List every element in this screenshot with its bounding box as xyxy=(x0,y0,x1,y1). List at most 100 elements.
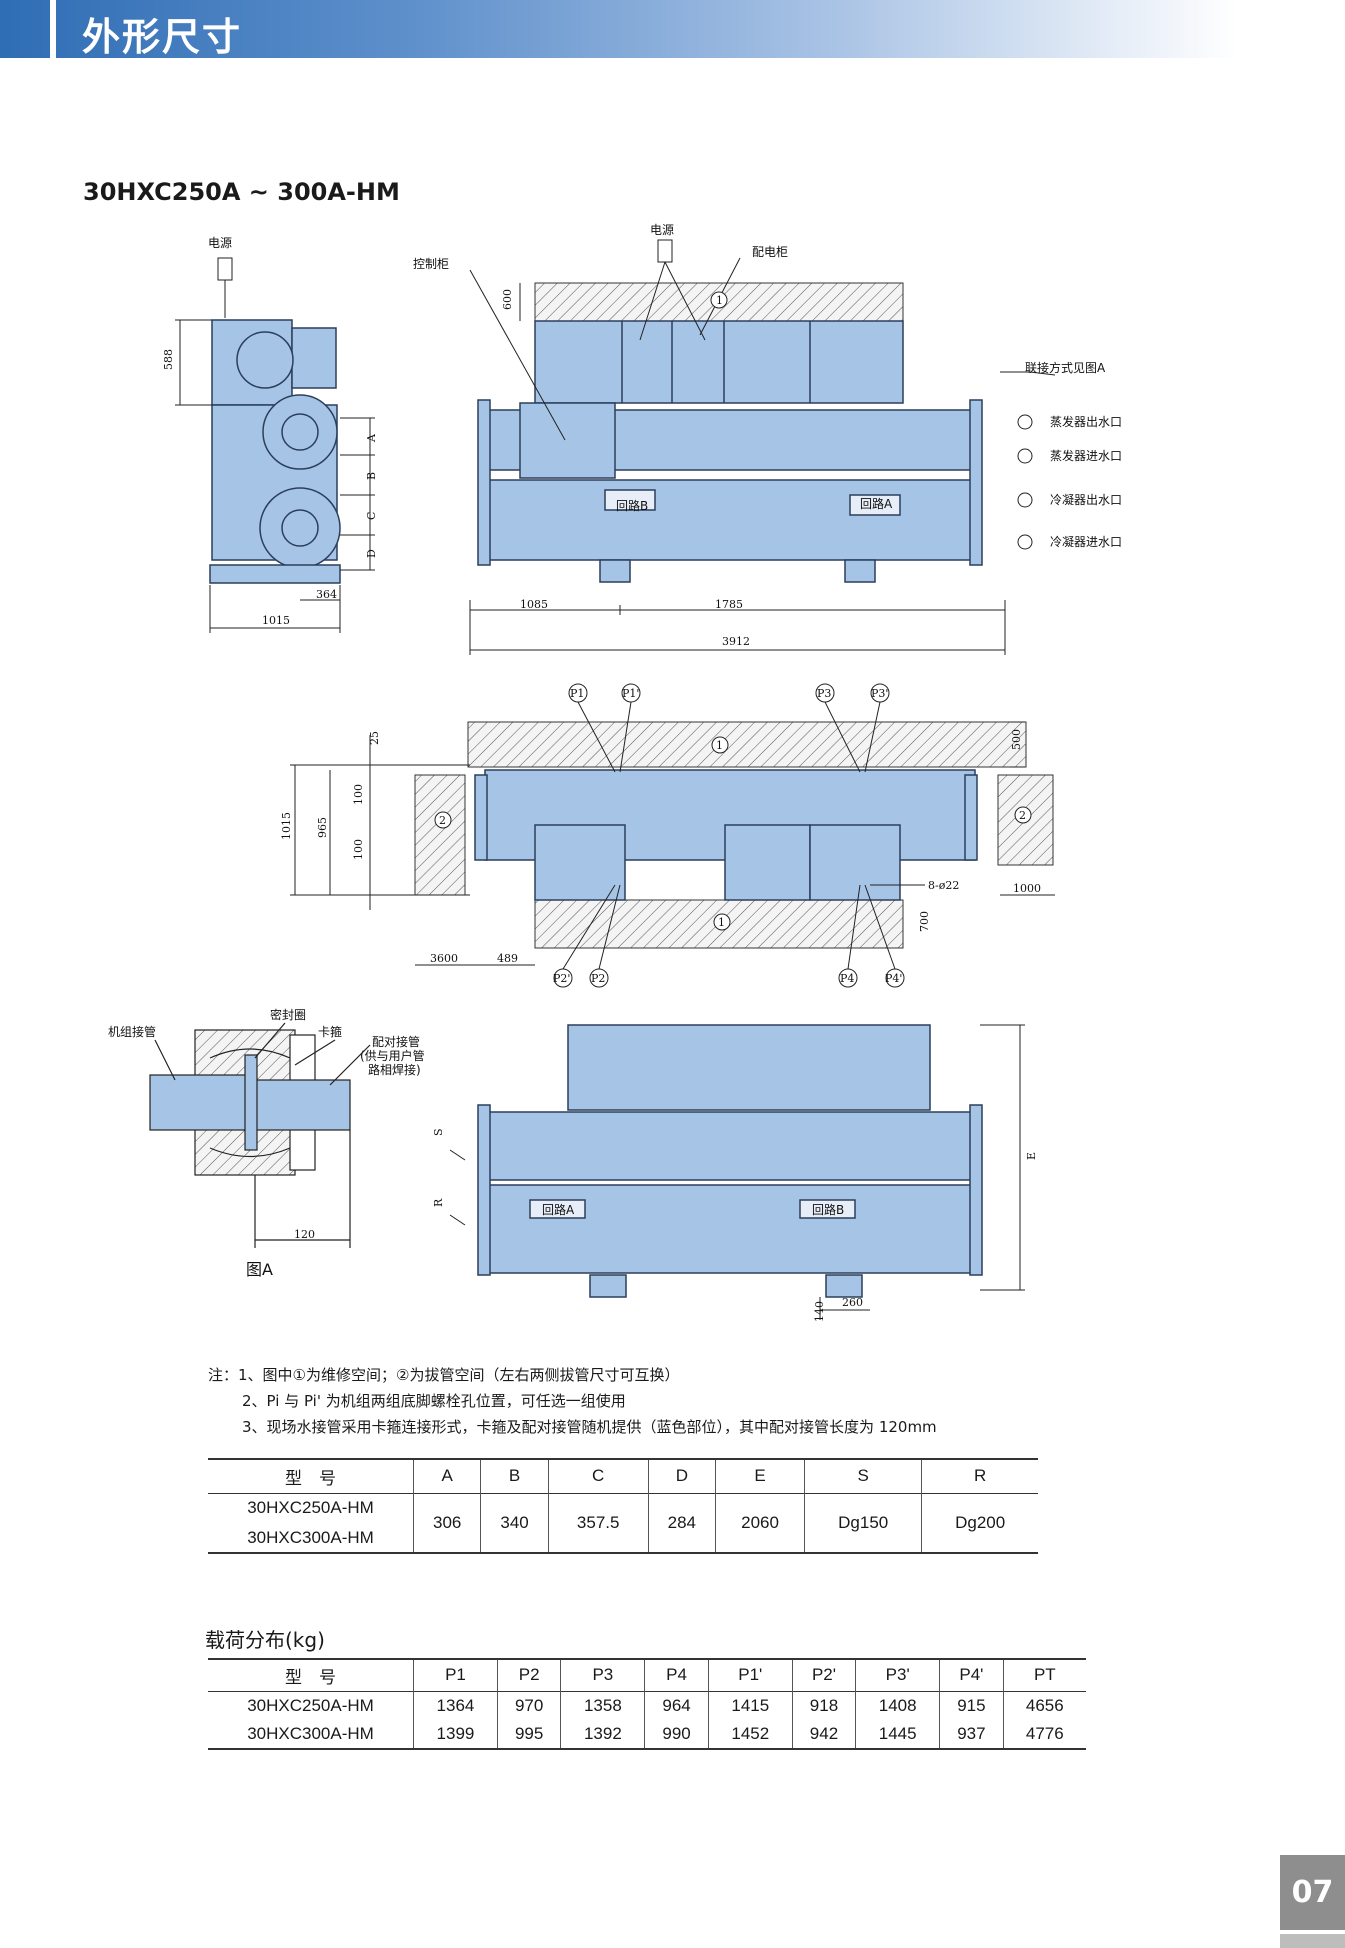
load-header-model: 型 号 xyxy=(285,1667,336,1687)
cond-in-label: 冷凝器进水口 xyxy=(1050,534,1122,549)
front-electrical-cabinets xyxy=(534,320,904,404)
plan-dim-3600: 3600 xyxy=(430,952,458,965)
load-cell: 1445 xyxy=(855,1720,940,1749)
detail-a xyxy=(149,1022,371,1248)
plan-marker-2-left: 2 xyxy=(439,814,446,827)
drawings: 电源 588 A B C D 364 1015 电 xyxy=(108,223,1122,1322)
load-header-p1prime: P1' xyxy=(707,1659,793,1691)
plan-dim-700: 700 xyxy=(918,911,931,932)
front-dim-1085: 1085 xyxy=(520,598,548,611)
dim-value-d: 284 xyxy=(647,1493,716,1553)
load-cell: 4656 xyxy=(1002,1691,1086,1720)
load-cell: 964 xyxy=(644,1691,709,1720)
evap-out-label: 蒸发器出水口 xyxy=(1050,414,1122,429)
side-dim-b: B xyxy=(365,472,378,480)
load-header-p4: P4 xyxy=(644,1659,709,1691)
plan-dim-100b: 100 xyxy=(352,839,365,860)
plan-dim-965: 965 xyxy=(316,817,329,838)
load-cell: 1392 xyxy=(560,1720,645,1749)
plan-point-p1: P1 xyxy=(570,687,584,700)
dim-value-b: 340 xyxy=(480,1493,549,1553)
front-control-cabinet-label: 控制柜 xyxy=(413,257,449,271)
front-control-cabinet xyxy=(519,402,616,479)
load-table: 型 号 P1 P2 P3 P4 P1' P2' P3' P4' PT 30HXC… xyxy=(208,1658,1086,1750)
rear-circuit-b: 回路B xyxy=(812,1202,844,1217)
front-circuit-a: 回路A xyxy=(860,496,893,511)
mating-pipe xyxy=(254,1079,351,1131)
load-cell: 1399 xyxy=(413,1720,498,1749)
plan-marker-2-right: 2 xyxy=(1019,809,1026,822)
dim-header-model: 型 号 xyxy=(285,1468,336,1488)
plan-dim-100a: 100 xyxy=(352,784,365,805)
rear-dim-s: S xyxy=(432,1128,445,1136)
plan-point-p4: P4 xyxy=(840,972,854,985)
dim-header-r: R xyxy=(921,1459,1038,1493)
side-view xyxy=(209,319,341,584)
evap-in-label: 蒸发器进水口 xyxy=(1050,448,1122,463)
rear-condenser xyxy=(484,1184,976,1274)
detail-mating-pipe-label-3: 路相焊接) xyxy=(368,1062,421,1077)
plan-dim-489: 489 xyxy=(497,952,518,965)
plan-annotations xyxy=(290,683,1055,988)
rear-dim-140: 140 xyxy=(813,1301,826,1322)
plan-bolt-label: 8-ø22 xyxy=(928,879,959,892)
header-bar: 外形尺寸 xyxy=(0,0,1345,59)
load-header-p2prime: P2' xyxy=(791,1659,856,1691)
plan-dim-500: 500 xyxy=(1010,729,1023,750)
side-dim-d: D xyxy=(365,549,378,558)
front-condenser xyxy=(484,479,976,561)
side-compressor-box xyxy=(291,327,337,389)
side-dim-364: 364 xyxy=(316,588,337,601)
load-cell: 1452 xyxy=(707,1720,793,1749)
dim-value-r: Dg200 xyxy=(921,1493,1038,1553)
rear-circuit-a: 回路A xyxy=(542,1202,575,1217)
plan-point-p2: P2 xyxy=(591,972,605,985)
dim-header-a: A xyxy=(412,1459,481,1493)
dim-header-d: D xyxy=(647,1459,716,1493)
load-cell: 1364 xyxy=(413,1691,498,1720)
load-header-p1: P1 xyxy=(413,1659,498,1691)
note-2: 2、Pi 与 Pi' 为机组两组底脚螺栓孔位置，可任选一组使用 xyxy=(242,1392,626,1410)
front-distribution-cabinet-label: 配电柜 xyxy=(752,245,788,259)
plan-marker-1-bottom: 1 xyxy=(718,916,725,929)
unit-pipe xyxy=(149,1074,251,1131)
plan-view xyxy=(474,769,978,901)
side-view-annotations xyxy=(175,257,375,633)
detail-seal-label: 密封圈 xyxy=(270,1007,306,1022)
side-power-label: 电源 xyxy=(208,236,232,250)
front-power-label: 电源 xyxy=(650,223,674,237)
side-dim-a: A xyxy=(365,433,378,443)
detail-mating-pipe-label-2: (供与用户管 xyxy=(360,1048,425,1063)
load-header-pt: PT xyxy=(1002,1659,1086,1691)
side-base xyxy=(209,564,341,584)
load-model: 30HXC250A-HM xyxy=(247,1695,374,1715)
load-cell: 937 xyxy=(939,1720,1004,1749)
dim-header-s: S xyxy=(804,1459,922,1493)
note-1: 1、图中①为维修空间；②为拔管空间（左右两侧拔管尺寸可互换） xyxy=(238,1366,680,1384)
dim-header-c: C xyxy=(547,1459,649,1493)
plan-dim-1015: 1015 xyxy=(280,812,293,840)
detail-unit-pipe-label: 机组接管 xyxy=(108,1024,156,1039)
rear-evaporator xyxy=(484,1111,976,1181)
load-model: 30HXC300A-HM xyxy=(247,1724,374,1743)
plan-dim-1000: 1000 xyxy=(1013,882,1041,895)
side-dim-588: 588 xyxy=(162,349,175,370)
plan-point-p2prime: P2' xyxy=(553,972,570,985)
dim-value-c: 357.5 xyxy=(547,1493,649,1553)
dim-value-s: Dg150 xyxy=(804,1493,922,1553)
load-cell: 1415 xyxy=(707,1691,793,1720)
front-marker-1: 1 xyxy=(716,294,723,307)
notes: 注：1、图中①为维修空间；②为拔管空间（左右两侧拔管尺寸可互换） 2、Pi 与 … xyxy=(208,1362,937,1440)
front-circuit-b: 回路B xyxy=(616,498,648,513)
front-dim-3912: 3912 xyxy=(722,635,750,648)
load-cell: 970 xyxy=(496,1691,561,1720)
load-cell: 1358 xyxy=(560,1691,645,1720)
page-number-strip xyxy=(1280,1934,1345,1948)
plan-service-top xyxy=(467,721,1027,768)
dim-model-300: 30HXC300A-HM xyxy=(247,1527,374,1547)
front-view xyxy=(477,320,983,583)
plan-cabinet-mid xyxy=(724,824,811,901)
load-header-p4prime: P4' xyxy=(939,1659,1004,1691)
table-row: 30HXC250A-HM 306 340 357.5 284 2060 Dg15… xyxy=(208,1493,1038,1553)
plan-dim-25: 25 xyxy=(368,731,381,745)
